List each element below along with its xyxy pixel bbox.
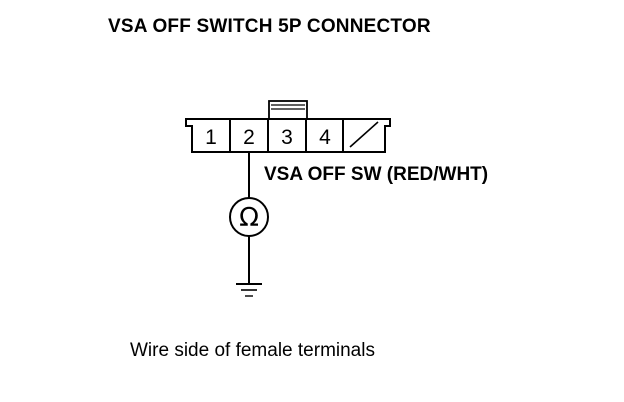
connector-body — [185, 118, 391, 153]
connector-caption: Wire side of female terminals — [130, 340, 375, 361]
diagram-title: VSA OFF SWITCH 5P CONNECTOR — [108, 16, 431, 37]
ground-icon — [236, 283, 262, 297]
ohm-symbol: Ω — [239, 203, 259, 233]
connector-lock-tab — [268, 100, 308, 120]
empty-cavity-mark — [349, 121, 379, 148]
pin-label: 3 — [281, 126, 293, 149]
pin-label: 1 — [205, 126, 217, 149]
wire-label: VSA OFF SW (RED/WHT) — [264, 164, 489, 185]
pin-label: 2 — [243, 126, 255, 149]
pin-label: 4 — [319, 126, 331, 149]
